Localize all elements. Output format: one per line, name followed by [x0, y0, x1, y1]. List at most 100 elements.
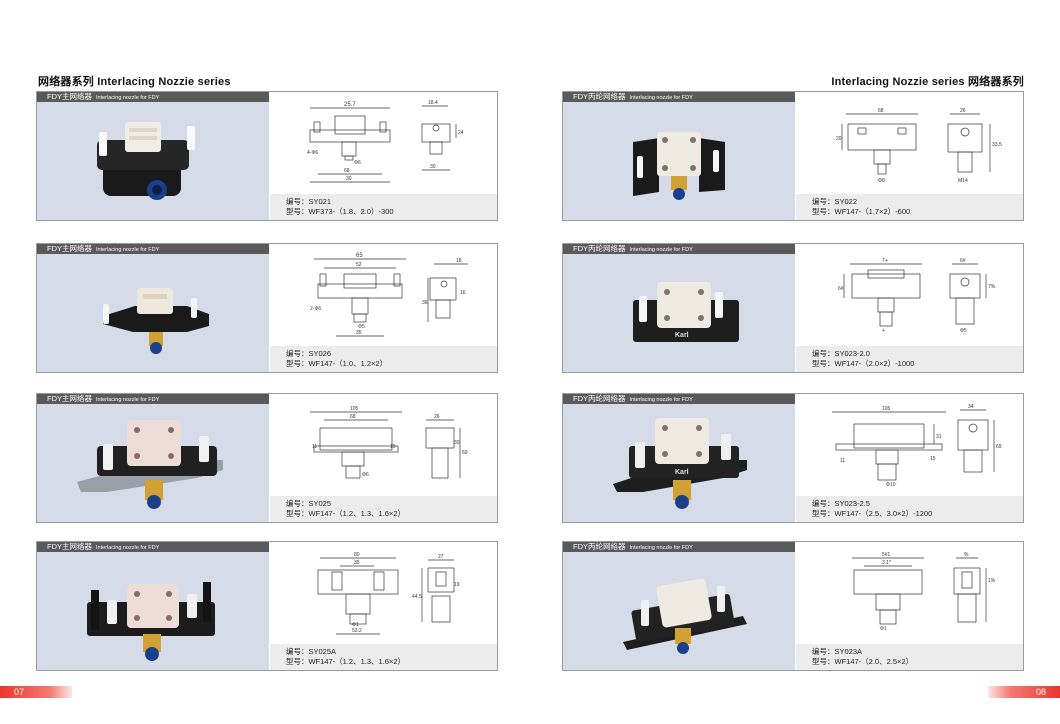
page-number-right: 08	[988, 686, 1060, 698]
dim-label: Φ10	[886, 482, 896, 488]
dim-label: 11	[312, 444, 317, 450]
technical-drawing: 105 68 11 15 Φ6 26 30 69	[270, 394, 497, 496]
dim-label: 11	[840, 458, 845, 464]
product-code: 编号：SY023A	[812, 647, 863, 656]
card-category: FDY丙纶网络器	[573, 92, 626, 101]
dim-label: 80	[354, 552, 360, 558]
dim-label: 7%	[988, 284, 996, 290]
dim-label: 35	[354, 560, 360, 566]
dim-label: 52	[356, 262, 362, 268]
technical-drawing: 68 Φ8 20 26 33.5 M14	[796, 92, 1023, 194]
dim-label: 68	[344, 168, 350, 174]
product-model: 型号：WF373-（1.8、2.0）-300	[286, 206, 394, 216]
product-model: 型号：WF147-（2.0、2.5×2）	[812, 656, 914, 666]
technical-drawing: 65 52 2-Φ6 Φ5 35 18 36 16	[270, 244, 497, 346]
dim-label: 36	[422, 300, 428, 306]
dim-label: %	[964, 552, 969, 558]
product-model: 型号：WF147-（1.2、1.3、1.6×2）	[286, 656, 405, 666]
dim-label: 68	[350, 414, 356, 420]
card-subtitle: Interlacing nozzle for FDY	[629, 95, 693, 101]
dim-label: 35	[356, 330, 362, 336]
left-series-title: 网络器系列 Interlacing Nozzie series	[38, 76, 231, 88]
dim-label: 26	[434, 414, 440, 420]
right-series-title: Interlacing Nozzie series 网络器系列	[831, 76, 1024, 88]
product-info: 编号：SY023-2.0 型号：WF147-（2.0×2）-1000	[796, 346, 1023, 372]
product-info: 编号：SY023A 型号：WF147-（2.0、2.5×2）	[796, 644, 1023, 670]
dim-label: 69	[996, 444, 1002, 450]
dim-label: 65	[356, 253, 363, 259]
product-photo	[37, 92, 269, 220]
card-subtitle: Interlacing nozzle for FDY	[96, 95, 160, 101]
product-photo	[37, 244, 269, 372]
card-header: FDY主网络器 Interlacing nozzle for FDY	[37, 394, 269, 404]
dim-label: +	[882, 328, 885, 334]
product-code: 编号：SY021	[286, 197, 332, 206]
dim-label: 68	[878, 108, 884, 114]
dim-label: 5#1	[882, 552, 891, 558]
product-photo	[37, 394, 269, 522]
card-category: FDY丙纶网络器	[573, 244, 626, 253]
dim-label: 105	[350, 406, 359, 412]
brand-marking: Karl	[675, 469, 689, 476]
product-info: 编号：SY026 型号：WF147-（1.0、1.2×2）	[270, 346, 497, 372]
dim-label: Φ5	[358, 324, 365, 330]
dim-label: 6#	[960, 258, 966, 264]
card-category: FDY主网络器	[47, 244, 92, 253]
card-subtitle: Interlacing nozzle for FDY	[629, 247, 693, 253]
product-model: 型号：WF147-（2.5、3.0×2）-1200	[812, 508, 933, 518]
dim-label: 20	[836, 136, 842, 142]
product-photo	[563, 542, 795, 670]
dim-label: 18	[456, 258, 462, 264]
dim-label: 44.5	[412, 594, 422, 600]
card-header: FDY主网络器 Interlacing nozzle for FDY	[37, 92, 269, 102]
card-category: FDY主网络器	[47, 92, 92, 101]
product-code: 编号：SY025A	[286, 647, 337, 656]
card-subtitle: Interlacing nozzle for FDY	[629, 545, 693, 551]
dim-label: 69	[462, 450, 468, 456]
card-subtitle: Interlacing nozzle for FDY	[96, 545, 160, 551]
dim-label: 53.2	[352, 628, 362, 634]
dim-label: Φ5	[960, 328, 967, 334]
product-info: 编号：SY023-2.5 型号：WF147-（2.5、3.0×2）-1200	[796, 496, 1023, 522]
dim-label: Φ8	[878, 178, 885, 184]
product-code: 编号：SY023-2.0	[812, 349, 870, 358]
product-photo: Karl	[563, 244, 795, 372]
dim-label: 30	[346, 176, 352, 182]
product-info: 编号：SY021 型号：WF373-（1.8、2.0）-300	[270, 194, 497, 220]
dim-label: Φ6	[362, 472, 369, 478]
card-category: FDY丙纶网络器	[573, 542, 626, 551]
dim-label: 26	[960, 108, 966, 114]
card-category: FDY主网络器	[47, 394, 92, 403]
product-code: 编号：SY026	[286, 349, 332, 358]
card-subtitle: Interlacing nozzle for FDY	[96, 397, 160, 403]
dim-label: 1%	[988, 578, 996, 584]
dim-label: 6#	[838, 286, 844, 292]
dim-label: 25.7	[344, 102, 356, 108]
brand-marking: Karl	[675, 332, 689, 339]
technical-drawing: 105 31 11 15 Φ10 34 69	[796, 394, 1023, 496]
product-model: 型号：WF147-（1.7×2）-600	[812, 206, 911, 216]
product-code: 编号：SY023-2.5	[812, 499, 870, 508]
dim-label: 27	[438, 554, 444, 560]
technical-drawing: 7+ 6# + 6# 7% Φ5	[796, 244, 1023, 346]
product-photo	[37, 542, 269, 670]
card-category: FDY丙纶网络器	[573, 394, 626, 403]
product-info: 编号：SY025 型号：WF147-（1.2、1.3、1.6×2）	[270, 496, 497, 522]
product-code: 编号：SY025	[286, 499, 332, 508]
card-subtitle: Interlacing nozzle for FDY	[629, 397, 693, 403]
dim-label: 15	[390, 444, 396, 450]
dim-label: Φ1	[880, 626, 887, 632]
product-model: 型号：WF147-（2.0×2）-1000	[812, 358, 915, 368]
product-info: 编号：SY022 型号：WF147-（1.7×2）-600	[796, 194, 1023, 220]
product-model: 型号：WF147-（1.0、1.2×2）	[286, 358, 388, 368]
dim-label: Φ1	[352, 622, 359, 628]
technical-drawing: 80 35 Φ1 53.2 27 19 44.5	[270, 542, 497, 644]
